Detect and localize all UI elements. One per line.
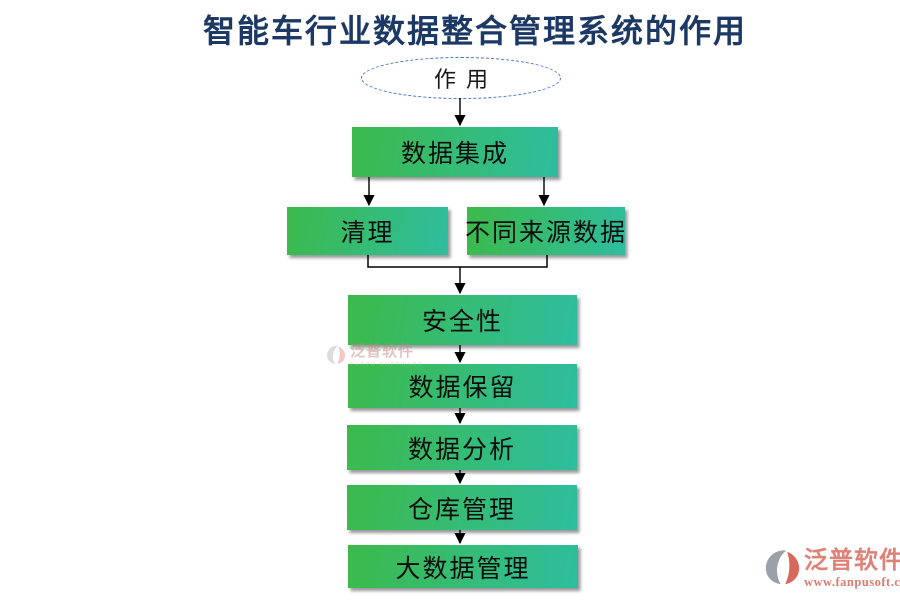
watermark-text: 泛普软件 [350,344,415,360]
footer-brand: 泛普软件 www.fanpusoft.com [764,549,900,591]
flow-node-different-source-data: 不同来源数据 [465,207,625,255]
flow-node-data-integration: 数据集成 [352,127,558,177]
fanpu-logo-icon [326,345,346,370]
footer-brand-name: 泛普软件 [804,548,900,574]
flow-node-cleaning: 清理 [287,207,448,255]
flow-node-data-retention: 数据保留 [348,364,577,408]
center-watermark: 泛普软件 FANPU SOFTWARE [326,345,423,370]
flow-node-security: 安全性 [348,295,577,345]
flow-node-big-data-management: 大数据管理 [348,545,578,588]
page-title: 智能车行业数据整合管理系统的作用 [202,13,747,49]
watermark-subtext: FANPU SOFTWARE [350,362,424,368]
flow-root-ellipse: 作用 [361,57,561,99]
merge-connector [367,255,548,268]
footer-brand-url: www.fanpusoft.com [804,575,900,589]
fanpu-logo-icon [764,549,801,591]
flow-node-warehouse-management: 仓库管理 [347,485,577,530]
flow-node-data-analysis: 数据分析 [347,425,577,470]
